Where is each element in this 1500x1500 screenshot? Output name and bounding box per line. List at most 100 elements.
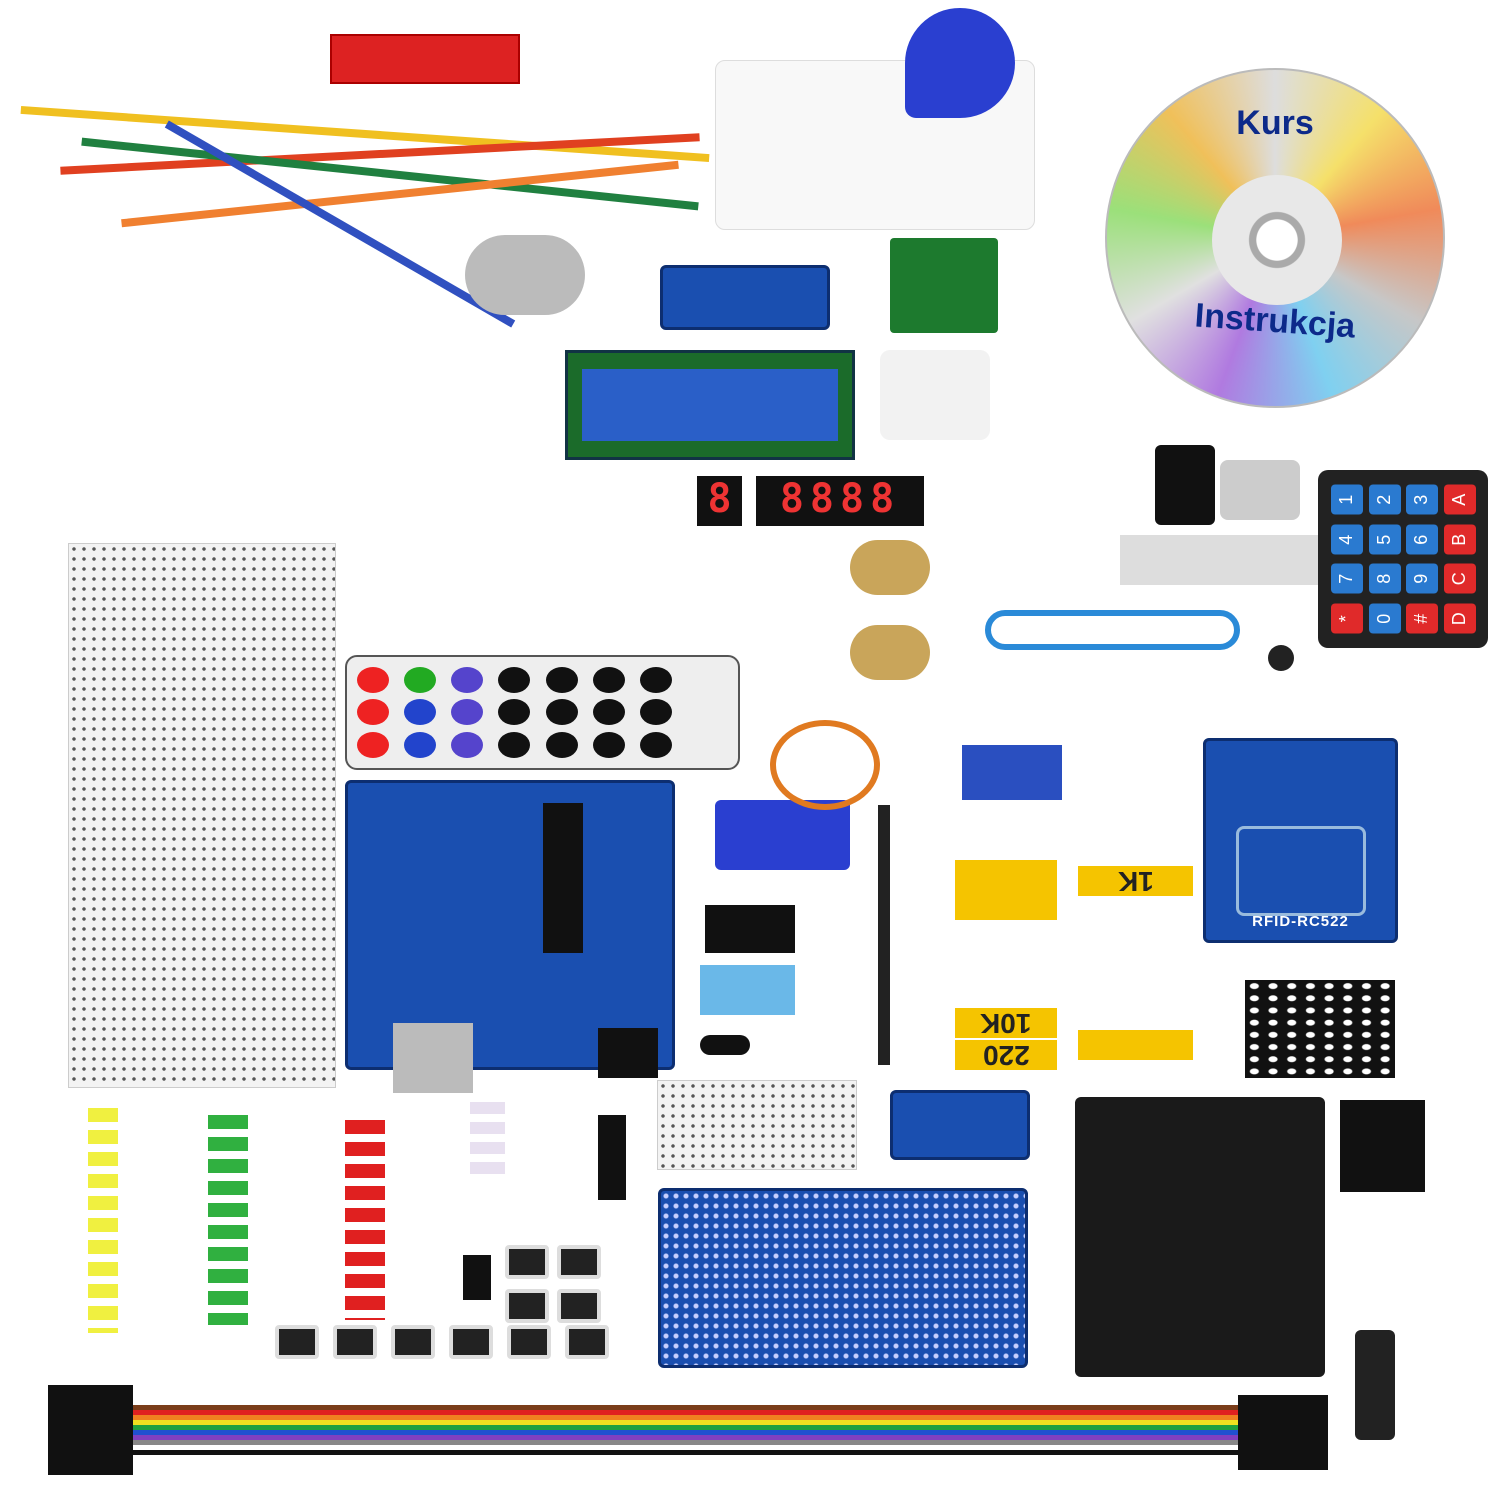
- remote-button[interactable]: [639, 667, 672, 693]
- remote-button[interactable]: [545, 699, 578, 726]
- mpu-module: [962, 745, 1062, 800]
- remote-button[interactable]: [357, 699, 389, 726]
- ribbon-wire: [133, 1405, 1283, 1410]
- remote-button[interactable]: [592, 699, 625, 726]
- key[interactable]: 7: [1331, 564, 1363, 594]
- prototype-shield: [658, 1188, 1028, 1368]
- key[interactable]: 6: [1406, 524, 1438, 554]
- remote-button[interactable]: [357, 731, 389, 758]
- key[interactable]: 5: [1368, 524, 1400, 554]
- water-sensor: [330, 34, 520, 84]
- usb-b-port: [393, 1023, 473, 1093]
- green-leds: [208, 1115, 248, 1325]
- remote-button[interactable]: [451, 731, 484, 758]
- ultrasonic-sensor: [660, 265, 830, 330]
- stepper-driver-board: [890, 238, 998, 333]
- resistor-label-1k: 1K: [1078, 866, 1193, 897]
- key[interactable]: A: [1443, 485, 1475, 515]
- key[interactable]: #: [1406, 603, 1438, 633]
- ribbon-wire: [133, 1415, 1283, 1420]
- rfid-keyfob: [905, 8, 1015, 118]
- ir-remote: [345, 655, 740, 770]
- resistor-strip: [955, 860, 1057, 920]
- ribbon-wire: [133, 1450, 1283, 1455]
- seven-segment-four: 8888: [756, 476, 924, 526]
- ribbon-wire: [133, 1425, 1283, 1430]
- microcontroller-chip: [543, 803, 583, 953]
- remote-button[interactable]: [592, 667, 625, 693]
- ribbon-wire: [133, 1445, 1283, 1450]
- remote-button[interactable]: [639, 731, 672, 758]
- cd-label-kurs: Kurs: [1236, 104, 1314, 142]
- arduino-uno-board: [345, 780, 675, 1093]
- usb-cable: [985, 610, 1240, 650]
- remote-button[interactable]: [357, 667, 389, 693]
- servo-motor: [715, 800, 850, 870]
- joystick-module: [1155, 445, 1215, 525]
- potentiometer: [850, 625, 930, 680]
- jumper-wires: [20, 70, 710, 328]
- lcd-1602: [565, 350, 855, 460]
- ribbon-wire: [133, 1410, 1283, 1415]
- remote-button[interactable]: [404, 731, 437, 758]
- ribbon-wire: [133, 1430, 1283, 1435]
- potentiometer: [850, 540, 930, 595]
- pin-header: [878, 805, 890, 1065]
- led-matrix: [1245, 980, 1395, 1078]
- key[interactable]: 4: [1331, 524, 1363, 554]
- resistor-label-10k: 10K: [955, 1008, 1057, 1039]
- mini-breadboard: [657, 1080, 857, 1170]
- breadboard: [68, 543, 336, 1088]
- key[interactable]: C: [1443, 564, 1475, 594]
- shift-register-chip: [598, 1115, 626, 1200]
- rfid-reader-module: RFID-RC522: [1203, 738, 1398, 943]
- white-leds: [470, 1102, 505, 1182]
- shift-register-chip: [463, 1255, 491, 1300]
- key[interactable]: 3: [1406, 485, 1438, 515]
- ribbon-wire: [133, 1440, 1283, 1445]
- battery-dc-plug: [1355, 1330, 1395, 1440]
- cd-hub: [1212, 175, 1342, 305]
- key[interactable]: D: [1443, 603, 1475, 633]
- key[interactable]: B: [1443, 524, 1475, 554]
- servo-horns: [880, 350, 990, 440]
- sound-sensor-module: [705, 905, 795, 953]
- remote-button[interactable]: [404, 699, 437, 726]
- course-cd: Kurs Instrukcja: [1105, 68, 1445, 408]
- ribbon-cable: [1120, 535, 1320, 585]
- resistor-strip: [1078, 1030, 1193, 1060]
- rfid-label: RFID-RC522: [1252, 913, 1349, 930]
- key[interactable]: 8: [1368, 564, 1400, 594]
- dupont-ribbon-cable: [48, 1385, 1328, 1475]
- remote-button[interactable]: [451, 699, 484, 726]
- remote-button[interactable]: [404, 667, 437, 693]
- key[interactable]: 0: [1368, 603, 1400, 633]
- key[interactable]: *: [1331, 603, 1363, 633]
- key[interactable]: 9: [1406, 564, 1438, 594]
- dc-motor: [1220, 460, 1300, 520]
- rgb-led-module: [1340, 1100, 1425, 1192]
- membrane-keypad: 1 2 3 A 4 5 6 B 7 8 9 C * 0 # D: [1318, 470, 1488, 648]
- remote-button[interactable]: [545, 731, 578, 758]
- remote-button[interactable]: [545, 667, 578, 693]
- stepper-motor: [465, 235, 585, 315]
- relay-module: [890, 1090, 1030, 1160]
- seven-segment-single: 8: [697, 476, 742, 526]
- dc-jack: [598, 1028, 658, 1078]
- ir-receiver: [700, 1035, 750, 1055]
- buzzer: [1268, 645, 1294, 671]
- remote-button[interactable]: [498, 731, 531, 758]
- servo-cable: [770, 720, 880, 810]
- dht11-sensor: [700, 965, 795, 1015]
- remote-button[interactable]: [592, 731, 625, 758]
- remote-button[interactable]: [639, 699, 672, 726]
- push-buttons: [275, 1325, 620, 1365]
- resistor-label-220: 220: [955, 1040, 1057, 1071]
- remote-button[interactable]: [451, 667, 484, 693]
- key[interactable]: 1: [1331, 485, 1363, 515]
- remote-button[interactable]: [498, 667, 531, 693]
- antenna-icon: [1236, 826, 1366, 916]
- battery-holder: [1075, 1097, 1325, 1377]
- remote-button[interactable]: [498, 699, 531, 726]
- key[interactable]: 2: [1368, 485, 1400, 515]
